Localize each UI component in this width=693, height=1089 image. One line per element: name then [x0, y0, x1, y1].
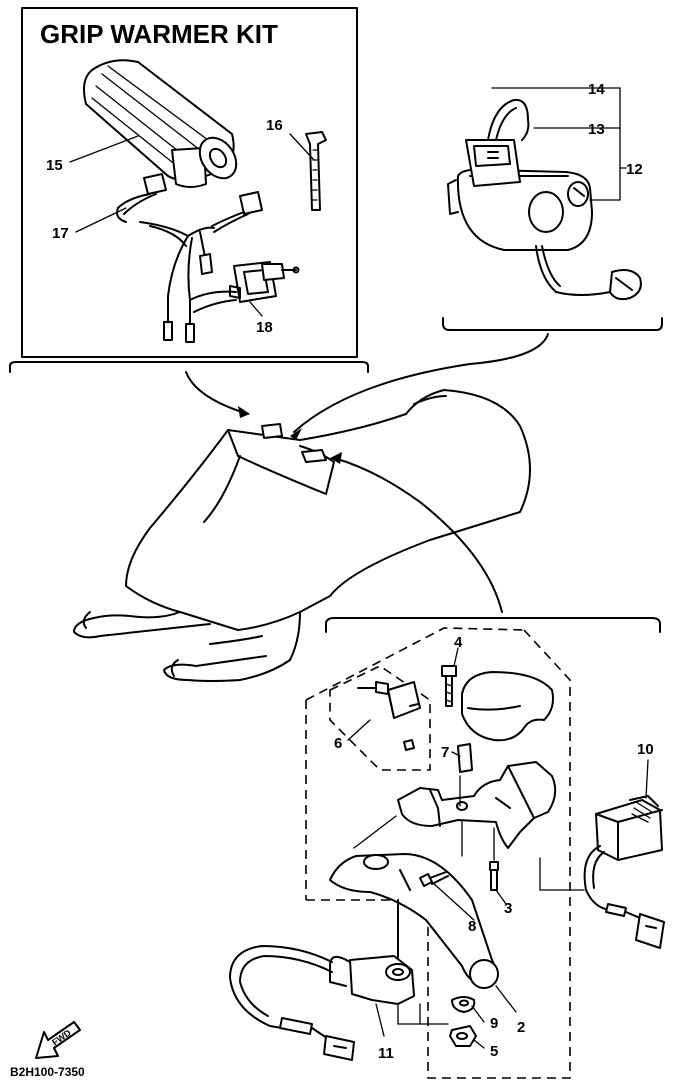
callout-11: 11 [378, 1045, 394, 1062]
callout-3: 3 [504, 900, 512, 917]
callout-15: 15 [46, 157, 63, 174]
throttle-sensor-part [229, 945, 415, 1061]
screw-4-part [441, 665, 457, 707]
grip-heater-part [83, 59, 238, 188]
snowmobile-body [73, 389, 531, 682]
throttle-lever-part [329, 853, 499, 989]
callout-5: 5 [490, 1043, 498, 1060]
callout-13: 13 [588, 121, 605, 138]
kit-title: GRIP WARMER KIT [40, 19, 278, 49]
throttle-assembly-panel [305, 617, 661, 1079]
diagram-code: B2H100-7350 [10, 1065, 85, 1079]
wire-harness-part [116, 173, 263, 343]
part-6 [357, 681, 421, 751]
callout-10: 10 [637, 741, 654, 758]
callout-6: 6 [334, 735, 342, 752]
callout-12: 12 [626, 161, 643, 178]
warmer-switch-part [189, 261, 300, 313]
collar-7-part [457, 743, 473, 773]
callout-9: 9 [490, 1015, 498, 1032]
lever-housing-part [397, 761, 557, 849]
control-module-part [583, 795, 665, 949]
callout-16: 16 [266, 117, 283, 134]
switch-panel [442, 87, 663, 331]
callout-7: 7 [441, 744, 449, 761]
callout-8: 8 [468, 918, 476, 935]
callout-4: 4 [454, 634, 463, 651]
callout-18: 18 [256, 319, 273, 336]
lever-pointer-arrow [333, 457, 503, 613]
grip-warmer-kit-panel: GRIP WARMER KIT [9, 7, 369, 373]
switch-pointer-arrow [293, 333, 549, 433]
cable-tie-part [305, 131, 327, 211]
forward-direction-arrow: FWD [35, 1021, 81, 1059]
callout-2: 2 [517, 1019, 525, 1036]
bolt-3-part [489, 861, 499, 891]
housing-cover [461, 671, 554, 742]
callout-17: 17 [52, 225, 69, 242]
nut-5-part [449, 1025, 477, 1047]
screw-8-part [419, 871, 449, 887]
callout-14: 14 [588, 81, 605, 98]
kit-pointer-arrow [185, 371, 249, 415]
